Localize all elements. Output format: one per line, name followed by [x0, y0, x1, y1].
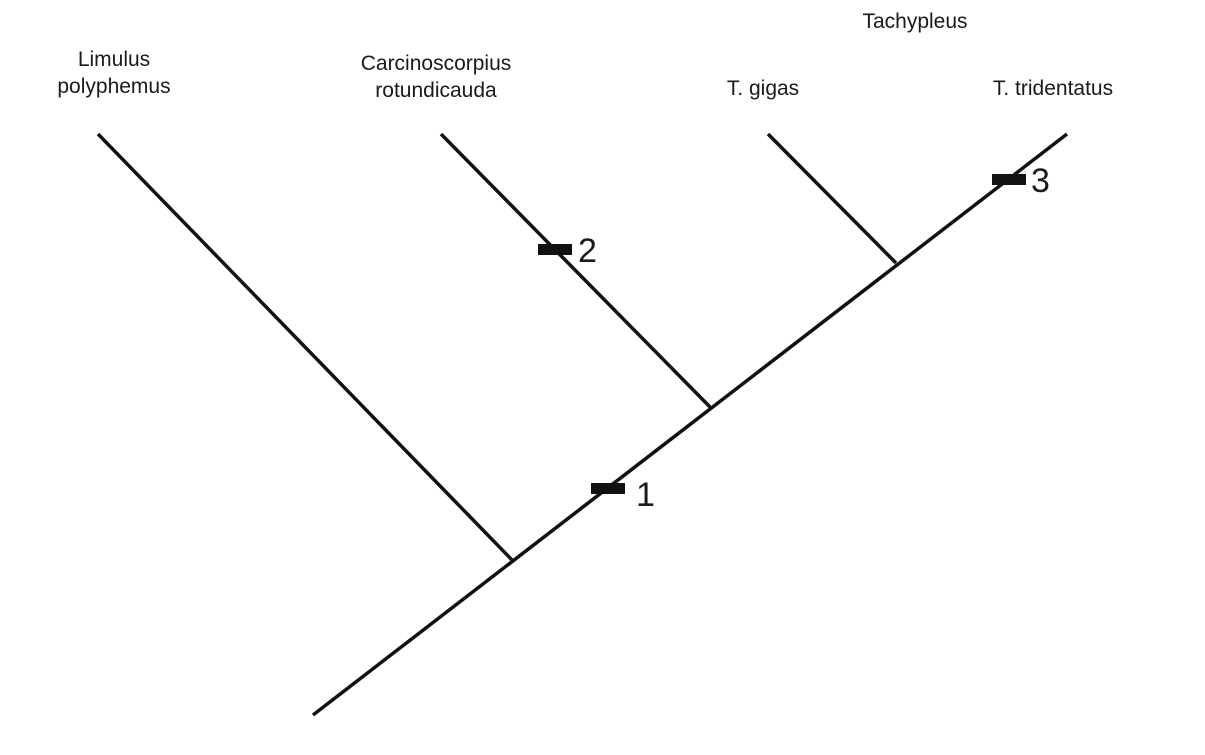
genus-label-tachypleus: Tachypleus — [862, 10, 967, 33]
marker-label-3: 3 — [1031, 162, 1050, 200]
character-markers: 1 2 3 — [538, 162, 1050, 514]
branch-limulus-polyphemus — [96, 132, 515, 563]
taxon-label-t-gigas: T. gigas — [727, 77, 799, 100]
cladogram-branches — [96, 132, 1069, 717]
marker-label-2: 2 — [578, 232, 597, 270]
marker-bar-1 — [591, 483, 625, 494]
taxon-label-limulus-line1: Limulus — [78, 48, 150, 71]
taxon-label-limulus-line2: polyphemus — [57, 75, 170, 98]
taxon-label-carcinoscorpius-line1: Carcinoscorpius — [361, 52, 512, 75]
taxon-label-t-tridentatus: T. tridentatus — [993, 77, 1113, 100]
branch-carcinoscorpius-rotundicauda — [439, 132, 713, 410]
trunk-branch — [311, 132, 1069, 717]
marker-bar-2 — [538, 244, 572, 255]
taxon-label-carcinoscorpius-line2: rotundicauda — [375, 79, 497, 102]
marker-label-1: 1 — [636, 476, 655, 514]
marker-bar-3 — [992, 174, 1026, 185]
taxon-labels: Tachypleus Limulus polyphemus Carcinosco… — [57, 10, 1113, 102]
branch-t-gigas — [766, 132, 898, 265]
